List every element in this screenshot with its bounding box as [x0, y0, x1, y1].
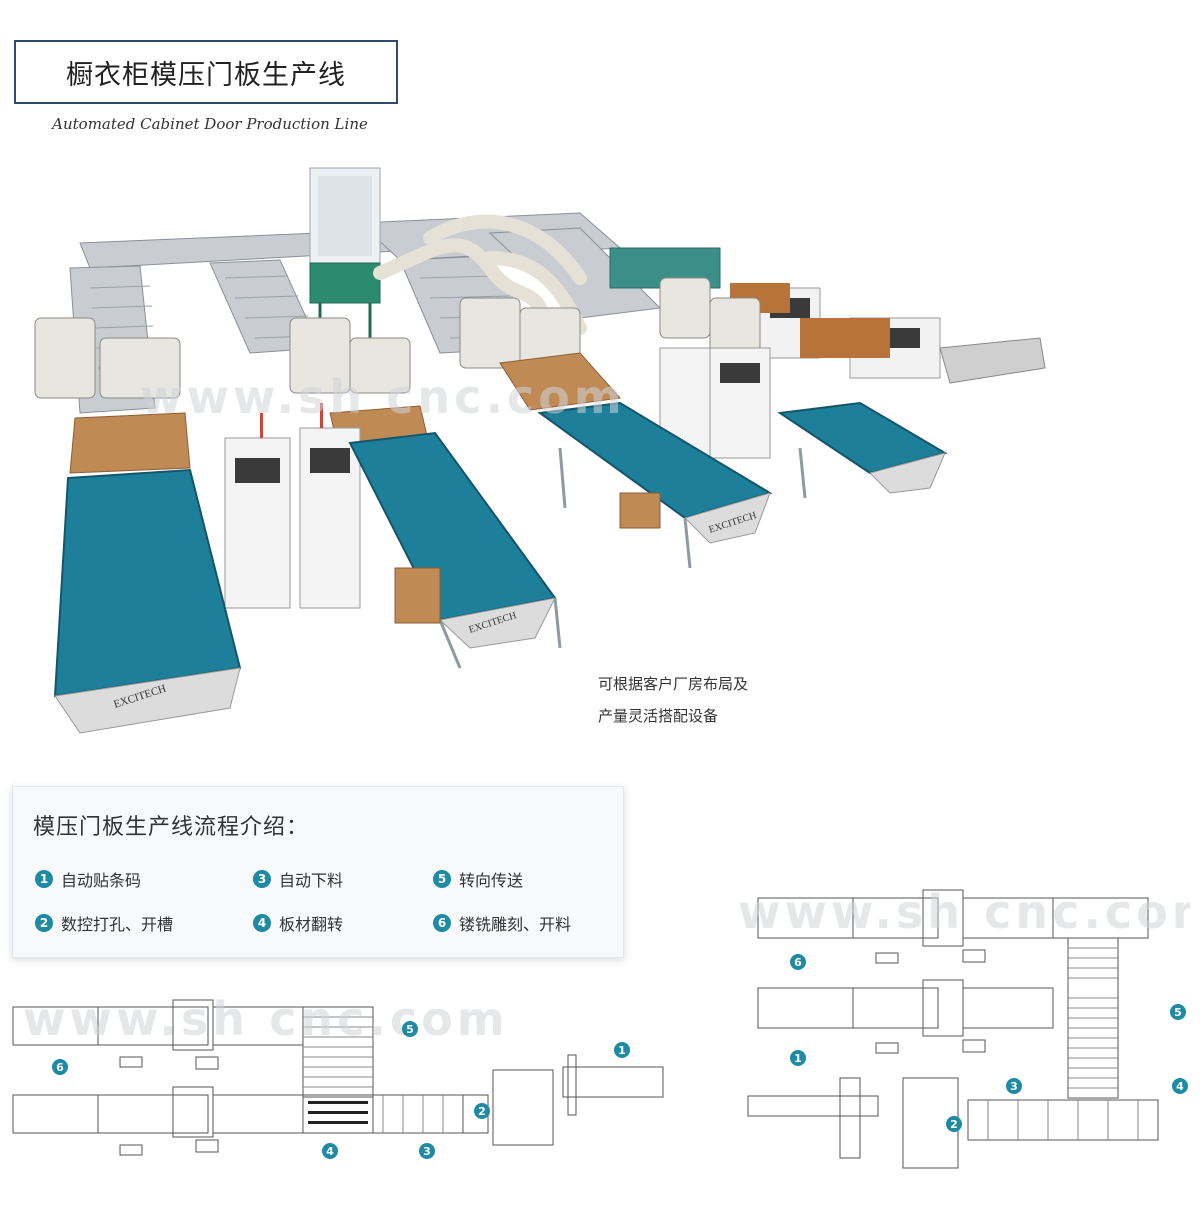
flipper-bars: [308, 1101, 368, 1124]
layout-diagram-left: www.sh cnc.com 5 1 6 2 4 3: [12, 995, 664, 1159]
step-5: 5 转向传送: [433, 867, 523, 891]
svg-text:2: 2: [950, 1118, 958, 1131]
process-flow-card: 模压门板生产线流程介绍： 1 自动贴条码 2 数控打孔、开槽 3 自动下料 4 …: [12, 786, 624, 958]
step-6: 6 镂铣雕刻、开料: [433, 911, 571, 935]
svg-text:1: 1: [618, 1044, 626, 1057]
process-flow-title: 模压门板生产线流程介绍：: [33, 815, 310, 840]
roller-lines-right: [987, 947, 1139, 1140]
svg-text:3: 3: [423, 1145, 431, 1158]
step-number-badge: 3: [253, 870, 271, 888]
svg-text:4: 4: [326, 1145, 334, 1158]
step-number-badge: 1: [35, 870, 53, 888]
diagram-markers-right: 6 5 1 3 4 2: [790, 954, 1188, 1132]
watermark: www.sh cnc.com: [140, 370, 626, 424]
electric-box: [394, 567, 441, 624]
step-label: 转向传送: [459, 871, 524, 890]
step-number-badge: 5: [433, 870, 451, 888]
step-number-badge: 2: [35, 914, 53, 932]
svg-text:2: 2: [478, 1105, 486, 1118]
step-label: 自动下料: [279, 871, 344, 890]
roller-lines-left: [303, 1016, 444, 1133]
svg-text:5: 5: [406, 1023, 414, 1036]
svg-text:6: 6: [794, 956, 802, 969]
step-number-badge: 6: [433, 914, 451, 932]
step-label: 镂铣雕刻、开料: [459, 915, 572, 934]
conveyor-frames: [438, 447, 807, 669]
cnc-machines-rear: [609, 247, 1046, 384]
electric-box-2: [619, 492, 661, 529]
layout-note-line1: 可根据客户厂房布局及: [598, 675, 749, 693]
dust-collector: [309, 167, 381, 348]
step-4: 4 板材翻转: [253, 911, 343, 935]
svg-text:4: 4: [1176, 1080, 1184, 1093]
page-title: 橱衣柜模压门板生产线: [66, 59, 346, 91]
diagram-watermark: www.sh cnc.com: [738, 888, 1190, 939]
production-line-photo: EXCITECH EXCITECH EXCITECH www.sh cnc.co…: [34, 167, 1046, 734]
svg-text:3: 3: [1010, 1080, 1018, 1093]
small-units-left: [119, 1056, 219, 1156]
step-label: 板材翻转: [279, 915, 344, 934]
step-2: 2 数控打孔、开槽: [35, 911, 173, 935]
step-number-badge: 4: [253, 914, 271, 932]
svg-text:1: 1: [794, 1052, 802, 1065]
machine-heads: [34, 277, 761, 399]
svg-text:5: 5: [1174, 1006, 1182, 1019]
step-1: 1 自动贴条码: [35, 867, 141, 891]
layout-diagram-right: www.sh cnc.com 6 5 1 3 4 2: [738, 888, 1190, 1169]
page-title-box: 橱衣柜模压门板生产线: [14, 40, 398, 104]
small-units-right: [875, 949, 986, 1054]
diagram-markers-left: 5 1 6 2 4 3: [52, 1021, 630, 1159]
step-3: 3 自动下料: [253, 867, 343, 891]
step-label: 自动贴条码: [61, 871, 142, 890]
page-subtitle: Automated Cabinet Door Production Line: [52, 115, 368, 133]
blue-conveyors: [53, 401, 948, 734]
diagram-watermark: www.sh cnc.com: [23, 995, 509, 1046]
control-cabinets: [224, 347, 771, 609]
layout-note: 可根据客户厂房布局及 产量灵活搭配设备: [598, 668, 748, 732]
step-label: 数控打孔、开槽: [61, 915, 174, 934]
layout-note-line2: 产量灵活搭配设备: [598, 707, 719, 725]
svg-text:6: 6: [56, 1061, 64, 1074]
